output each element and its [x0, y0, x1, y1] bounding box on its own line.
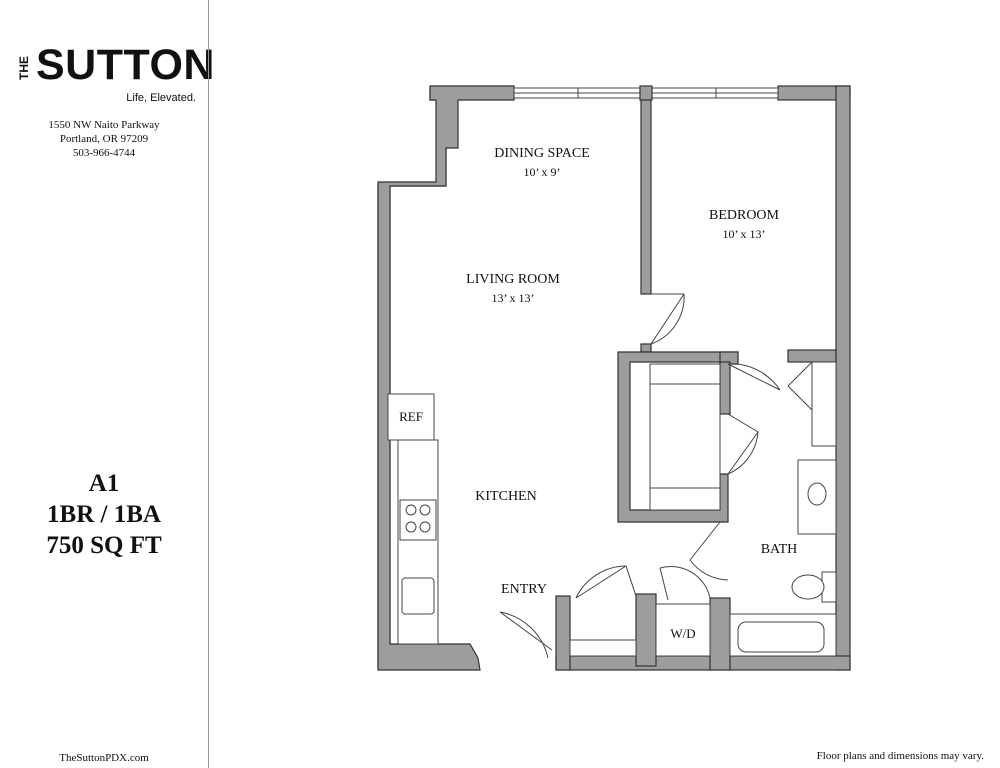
wd-closet-door [659, 565, 711, 601]
entry-label: ENTRY [501, 582, 547, 597]
entry-closet-west-wall [555, 595, 571, 671]
burner [419, 521, 431, 533]
living-dims: 13’ x 13’ [491, 291, 534, 305]
unit-name: A1 [88, 470, 120, 497]
entry-door [499, 611, 553, 659]
entry-closet-door [575, 565, 637, 599]
address-city: Portland, OR 97209 [59, 133, 149, 145]
room-labels: DINING SPACE 10’ x 9’ LIVING ROOM 13’ x … [399, 146, 797, 641]
brand-logo: THE SUTTON Life, Elevated. [12, 40, 215, 106]
address-block: 1550 NW Naito Parkway Portland, OR 97209… [0, 118, 208, 160]
unit-type: 1BR / 1BA [47, 501, 161, 528]
kitchen-sink [401, 577, 435, 615]
bath-door [689, 521, 729, 581]
burner [405, 521, 417, 533]
doors [499, 293, 813, 659]
bedroom-dims: 10’ x 13’ [722, 227, 765, 241]
bedroom-wall [640, 99, 652, 295]
bath-north-wall [787, 349, 837, 363]
dining-label: DINING SPACE [494, 146, 590, 161]
website-link[interactable]: TheSuttonPDX.com [59, 752, 149, 764]
toilet-bowl [791, 574, 825, 600]
bedroom-closet-door [727, 363, 781, 391]
interior-walls [617, 99, 837, 671]
north-windows [513, 85, 779, 101]
logo-wordmark: SUTTON [36, 41, 215, 89]
stove [399, 499, 437, 541]
fixtures [387, 361, 837, 657]
kitchen-label: KITCHEN [475, 489, 536, 504]
address-street: 1550 NW Naito Parkway [48, 119, 160, 131]
living-label: LIVING ROOM [466, 272, 560, 287]
disclaimer: Floor plans and dimensions may vary. [816, 750, 984, 762]
refrigerator [387, 393, 435, 441]
washer-dryer [655, 603, 711, 657]
wd-east-wall [709, 597, 731, 671]
window-pier [639, 85, 653, 101]
entry-closet-shelf [569, 639, 637, 657]
unit-info: A1 1BR / 1BA 750 SQ FT [0, 468, 208, 561]
bedroom-wall-stub [640, 343, 652, 353]
dining-dims: 10’ x 9’ [523, 165, 560, 179]
wd-label: W/D [670, 626, 695, 641]
bedroom-label: BEDROOM [709, 208, 780, 223]
logo-tagline: Life, Elevated. [126, 92, 196, 104]
ref-label: REF [399, 409, 423, 424]
burner [419, 504, 431, 516]
closet-divider-wall [635, 593, 657, 667]
bathtub-basin [737, 621, 825, 653]
closet-door [727, 413, 759, 475]
sidebar: THE SUTTON Life, Elevated. 1550 NW Naito… [0, 0, 215, 768]
linen-door [787, 361, 813, 411]
south-wall [555, 655, 851, 671]
burner [405, 504, 417, 516]
sidebar-divider [208, 0, 209, 768]
closet-shelf [649, 363, 721, 511]
address-phone: 503-966-4744 [72, 147, 136, 159]
linen-closet [811, 361, 837, 447]
closet-east-wall [719, 361, 731, 415]
unit-size: 750 SQ FT [46, 532, 162, 559]
bath-sink [807, 482, 827, 506]
east-wall [835, 85, 851, 671]
bedroom-door [650, 293, 685, 345]
bath-label: BATH [761, 542, 798, 557]
exterior-walls [377, 85, 851, 671]
